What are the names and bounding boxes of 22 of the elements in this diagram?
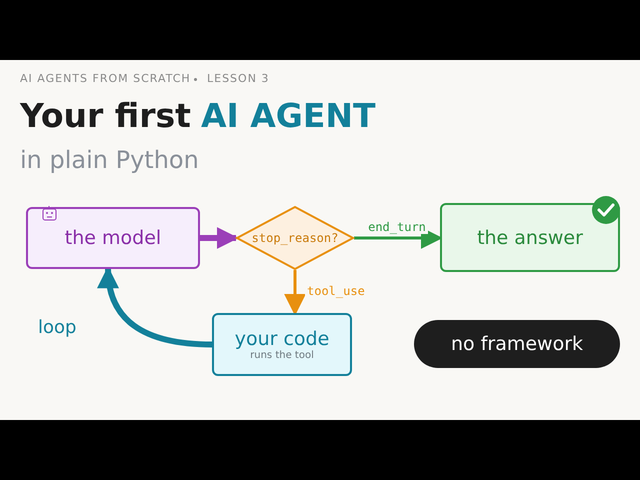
node-label: the answer (477, 226, 583, 248)
series-heading: AI AGENTS FROM SCRATCH (20, 72, 191, 85)
loop-label: loop (38, 317, 76, 338)
subtitle: in plain Python (20, 146, 199, 174)
node-label: no framework (450, 333, 584, 355)
process-box (26, 207, 200, 269)
edge-label: tool_use (305, 284, 367, 298)
node-label: the model (64, 227, 162, 249)
arrow (284, 270, 306, 316)
edge-label: end_turn (366, 220, 428, 234)
decision-diamond (236, 206, 354, 270)
lesson-number: LESSON 3 (207, 72, 270, 85)
node-label: your code (234, 328, 330, 350)
title-highlight: AI AGENT (200, 96, 376, 135)
tag-pill (414, 320, 620, 368)
result-box (440, 203, 620, 272)
process-box (212, 313, 352, 376)
decision-label: stop_reason? (252, 231, 338, 245)
node-subtitle: runs the tool (250, 350, 314, 361)
arrow (200, 227, 239, 249)
arrow (98, 266, 212, 348)
title: Your first (20, 96, 191, 135)
